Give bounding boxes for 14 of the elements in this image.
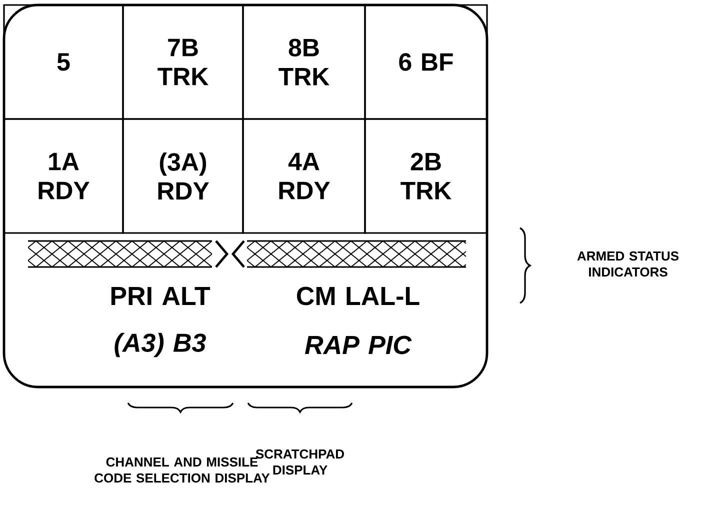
display-cell: 5 — [3, 4, 124, 120]
display-cell: 7B TRK — [122, 4, 244, 120]
display-cell: 8B TRK — [242, 4, 366, 120]
display-panel — [2, 4, 488, 388]
display-cell: 6 BF — [364, 4, 488, 120]
display-cell: (3A) RDY — [122, 118, 244, 234]
display-cell: 4A RDY — [242, 118, 366, 234]
display-cell: 1A RDY — [3, 118, 124, 234]
display-text: PRI ALT — [111, 287, 210, 305]
display-text: (A3) B3 — [114, 332, 206, 358]
display-text: RAP PIC — [305, 336, 412, 354]
display-cell: 2B TRK — [364, 118, 488, 234]
display-text: CM LAL-L — [296, 286, 420, 306]
annotation-text: ARMED STATUS INDICATORS — [577, 251, 679, 277]
